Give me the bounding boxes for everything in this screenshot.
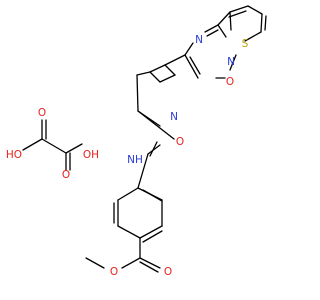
oxalate-oh-right-label: OH bbox=[83, 149, 99, 161]
thiophene-s-label: S bbox=[242, 38, 249, 50]
amide-linker bbox=[136, 71, 175, 157]
oxalate-ho-left-label: HO bbox=[6, 149, 22, 161]
oxadiazole-o-label: O bbox=[226, 76, 234, 88]
amide-o-label: O bbox=[176, 136, 184, 148]
oxadiazole-n-left-label: N bbox=[195, 34, 203, 46]
chemical-structure-diagram: HO OH O O NH O N N N O S O O bbox=[6, 5, 267, 278]
ester-o-carbonyl-label: O bbox=[164, 266, 172, 278]
benzene-ring bbox=[113, 153, 163, 243]
oxalic-acid bbox=[22, 119, 83, 171]
azetidine-ring bbox=[149, 54, 186, 83]
oxalate-o-bottom-label: O bbox=[62, 169, 70, 181]
thiophene-ring bbox=[217, 5, 267, 42]
atom-labels: HO OH O O NH O N N N O S O O bbox=[6, 34, 249, 278]
azetidine-n-label: N bbox=[170, 111, 178, 123]
oxadiazole-ring bbox=[184, 24, 237, 79]
oxadiazole-n-right-label: N bbox=[227, 56, 235, 68]
methyl-ester bbox=[85, 237, 161, 273]
ester-o-methoxy-label: O bbox=[110, 266, 118, 278]
oxalate-o-top-label: O bbox=[38, 107, 46, 119]
amide-nh-label: NH bbox=[127, 154, 143, 166]
